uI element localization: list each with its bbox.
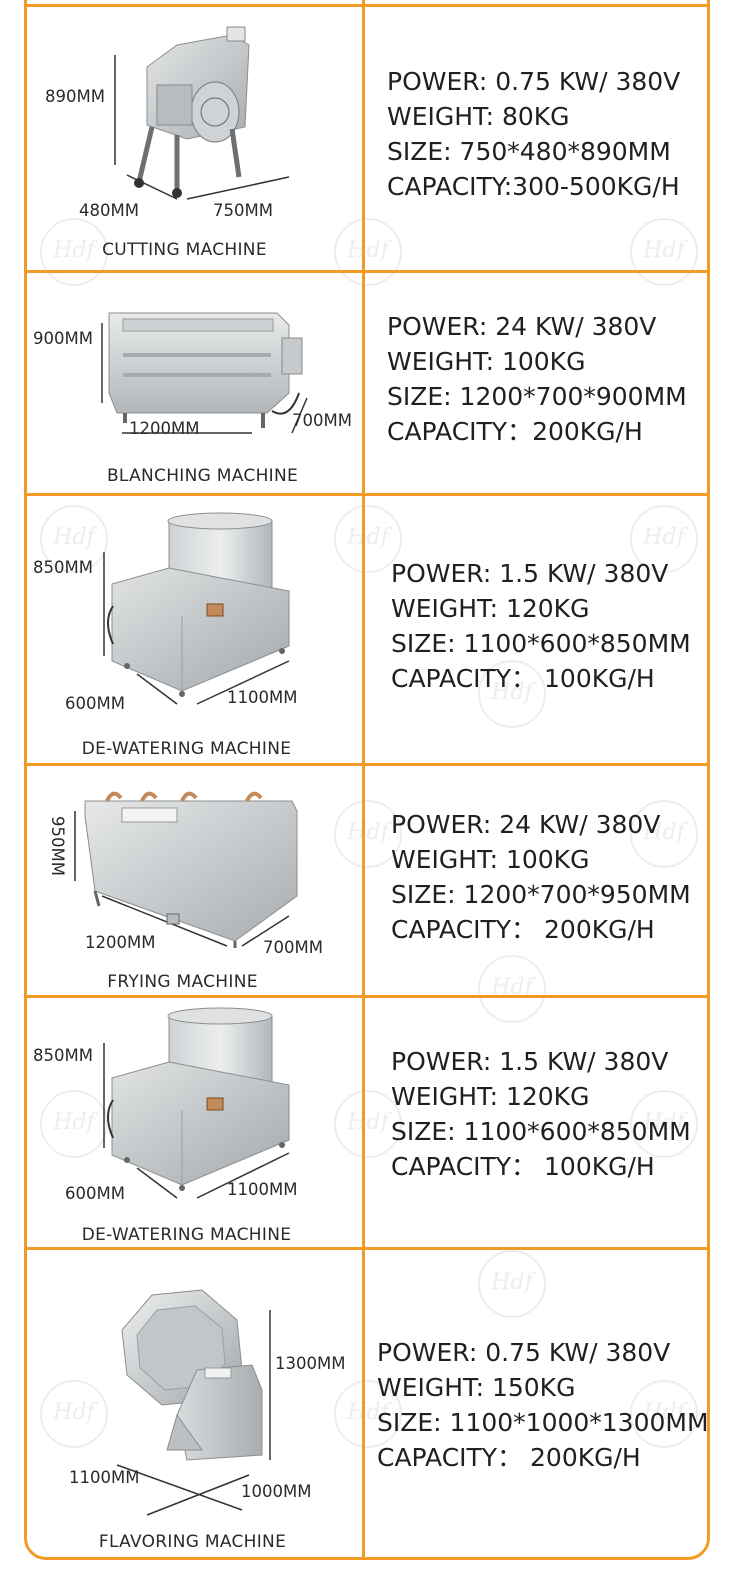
dewatering-machine-drawing — [103, 1007, 290, 1199]
spec-size: SIZE: 1200*700*950MM — [391, 880, 691, 909]
watermark-logo: Hdf — [334, 505, 402, 573]
machine-name-label: FRYING MACHINE — [107, 972, 258, 992]
spec-weight: WEIGHT: 120KG — [391, 1082, 590, 1111]
dewatering-machine-drawing — [103, 512, 290, 705]
row-divider — [24, 1247, 710, 1250]
dimension-width: 750MM — [213, 201, 273, 220]
watermark-logo: Hdf — [630, 218, 698, 286]
spec-weight: WEIGHT: 150KG — [377, 1373, 576, 1402]
dimension-width: 1100MM — [69, 1468, 140, 1487]
machine-name-label: DE-WATERING MACHINE — [81, 739, 292, 759]
spec-list: POWER: 0.75 KW/ 380V WEIGHT: 150KG SIZE:… — [377, 1335, 709, 1475]
row-divider — [24, 995, 710, 998]
dimension-height: 1300MM — [275, 1354, 346, 1373]
watermark-logo: Hdf — [630, 1090, 698, 1158]
row-divider — [24, 763, 710, 766]
spec-size: SIZE: 1100*600*850MM — [391, 629, 691, 658]
spec-capacity: CAPACITY： 200KG/H — [377, 1443, 641, 1472]
spec-weight: WEIGHT: 80KG — [387, 102, 570, 131]
dimension-height: 950MM — [48, 816, 67, 876]
spec-list: POWER: 1.5 KW/ 380V WEIGHT: 120KG SIZE: … — [391, 556, 691, 696]
spec-power: POWER: 0.75 KW/ 380V — [387, 67, 681, 96]
blanching-machine-illustration: 900MM 1200MM 700MM BLANCHING MACHINE — [27, 273, 362, 493]
spec-capacity: CAPACITY： 100KG/H — [391, 664, 655, 693]
spec-list: POWER: 24 KW/ 380V WEIGHT: 100KG SIZE: 1… — [391, 807, 691, 947]
spec-weight: WEIGHT: 120KG — [391, 594, 590, 623]
watermark-logo: Hdf — [630, 1380, 698, 1448]
spec-power: POWER: 24 KW/ 380V — [387, 312, 657, 341]
spec-list: POWER: 1.5 KW/ 380V WEIGHT: 120KG SIZE: … — [391, 1044, 691, 1184]
dewatering-machine-illustration: 850MM 600MM 1100MM DE-WATERING MACHINE — [27, 496, 362, 763]
row-divider — [24, 270, 710, 273]
spec-capacity: CAPACITY：200KG/H — [387, 417, 643, 446]
spec-list: POWER: 0.75 KW/ 380V WEIGHT: 80KG SIZE: … — [387, 64, 680, 204]
row-divider — [24, 4, 710, 7]
dimension-depth: 600MM — [65, 1184, 125, 1203]
machine-name-label: FLAVORING MACHINE — [98, 1532, 287, 1552]
spec-capacity: CAPACITY： 100KG/H — [391, 1152, 655, 1181]
machine-row-blanching: 900MM 1200MM 700MM BLANCHING MACHINE POW… — [27, 273, 707, 493]
dewatering-machine-illustration: 850MM 600MM 1100MM DE-WATERING MACHINE — [27, 998, 362, 1247]
cutting-machine-illustration: 890MM 480MM 750MM CUTTING MACHINE — [27, 7, 362, 270]
spec-power: POWER: 0.75 KW/ 380V — [377, 1338, 671, 1367]
dimension-depth: 1000MM — [241, 1482, 312, 1501]
dimension-width: 1100MM — [227, 688, 298, 707]
dimension-depth: 700MM — [263, 938, 323, 957]
spec-size: SIZE: 750*480*890MM — [387, 137, 671, 166]
machine-row-dewatering-2: 850MM 600MM 1100MM DE-WATERING MACHINE P… — [27, 998, 707, 1247]
watermark-logo: Hdf — [334, 1090, 402, 1158]
frying-machine-drawing — [74, 791, 298, 948]
spec-power: POWER: 24 KW/ 380V — [391, 810, 661, 839]
spec-power: POWER: 1.5 KW/ 380V — [391, 559, 669, 588]
machine-name-label: BLANCHING MACHINE — [106, 466, 299, 486]
blanching-machine-drawing — [101, 312, 308, 434]
watermark-logo: Hdf — [478, 1250, 546, 1318]
dimension-height: 890MM — [45, 87, 105, 106]
watermark-logo: Hdf — [478, 660, 546, 728]
machine-row-frying: 950MM 1200MM 700MM FRYING MACHINE POWER:… — [27, 766, 707, 995]
dimension-height: 900MM — [33, 329, 93, 348]
dimension-width: 1200MM — [129, 419, 200, 438]
dimension-width: 1200MM — [85, 933, 156, 952]
dimension-height: 850MM — [33, 1046, 93, 1065]
dimension-height: 850MM — [33, 558, 93, 577]
spec-size: SIZE: 1100*600*850MM — [391, 1117, 691, 1146]
machine-name-label: CUTTING MACHINE — [102, 240, 267, 260]
watermark-logo: Hdf — [630, 505, 698, 573]
spec-size: SIZE: 1100*1000*1300MM — [377, 1408, 709, 1437]
spec-capacity: CAPACITY： 200KG/H — [391, 915, 655, 944]
row-divider — [24, 493, 710, 496]
spec-weight: WEIGHT: 100KG — [391, 845, 590, 874]
machine-row-dewatering: 850MM 600MM 1100MM DE-WATERING MACHINE P… — [27, 496, 707, 763]
spec-list: POWER: 24 KW/ 380V WEIGHT: 100KG SIZE: 1… — [387, 309, 687, 449]
watermark-logo: Hdf — [334, 1380, 402, 1448]
watermark-logo: Hdf — [40, 505, 108, 573]
flavoring-machine-drawing — [116, 1289, 271, 1516]
spec-power: POWER: 1.5 KW/ 380V — [391, 1047, 669, 1076]
watermark-logo: Hdf — [334, 800, 402, 868]
dimension-width: 1100MM — [227, 1180, 298, 1199]
machine-row-flavoring: 1300MM 1100MM 1000MM FLAVORING MACHINE P… — [27, 1250, 709, 1560]
table-frame — [24, 0, 710, 1560]
spec-capacity: CAPACITY:300-500KG/H — [387, 172, 680, 201]
column-divider — [362, 0, 365, 1557]
frying-machine-illustration: 950MM 1200MM 700MM FRYING MACHINE — [27, 766, 362, 995]
dimension-depth: 600MM — [65, 694, 125, 713]
machine-row-cutting: 890MM 480MM 750MM CUTTING MACHINE POWER:… — [27, 7, 707, 270]
cutting-machine-drawing — [114, 26, 290, 200]
dimension-depth: 480MM — [79, 201, 139, 220]
watermark-logo: Hdf — [40, 218, 108, 286]
watermark-logo: Hdf — [334, 218, 402, 286]
spec-weight: WEIGHT: 100KG — [387, 347, 586, 376]
spec-size: SIZE: 1200*700*900MM — [387, 382, 687, 411]
watermark-logo: Hdf — [630, 800, 698, 868]
watermark-logo: Hdf — [40, 1090, 108, 1158]
dimension-depth: 700MM — [292, 411, 352, 430]
flavoring-machine-illustration: 1300MM 1100MM 1000MM FLAVORING MACHINE — [27, 1250, 362, 1560]
watermark-logo: Hdf — [40, 1380, 108, 1448]
machine-name-label: DE-WATERING MACHINE — [81, 1225, 292, 1245]
